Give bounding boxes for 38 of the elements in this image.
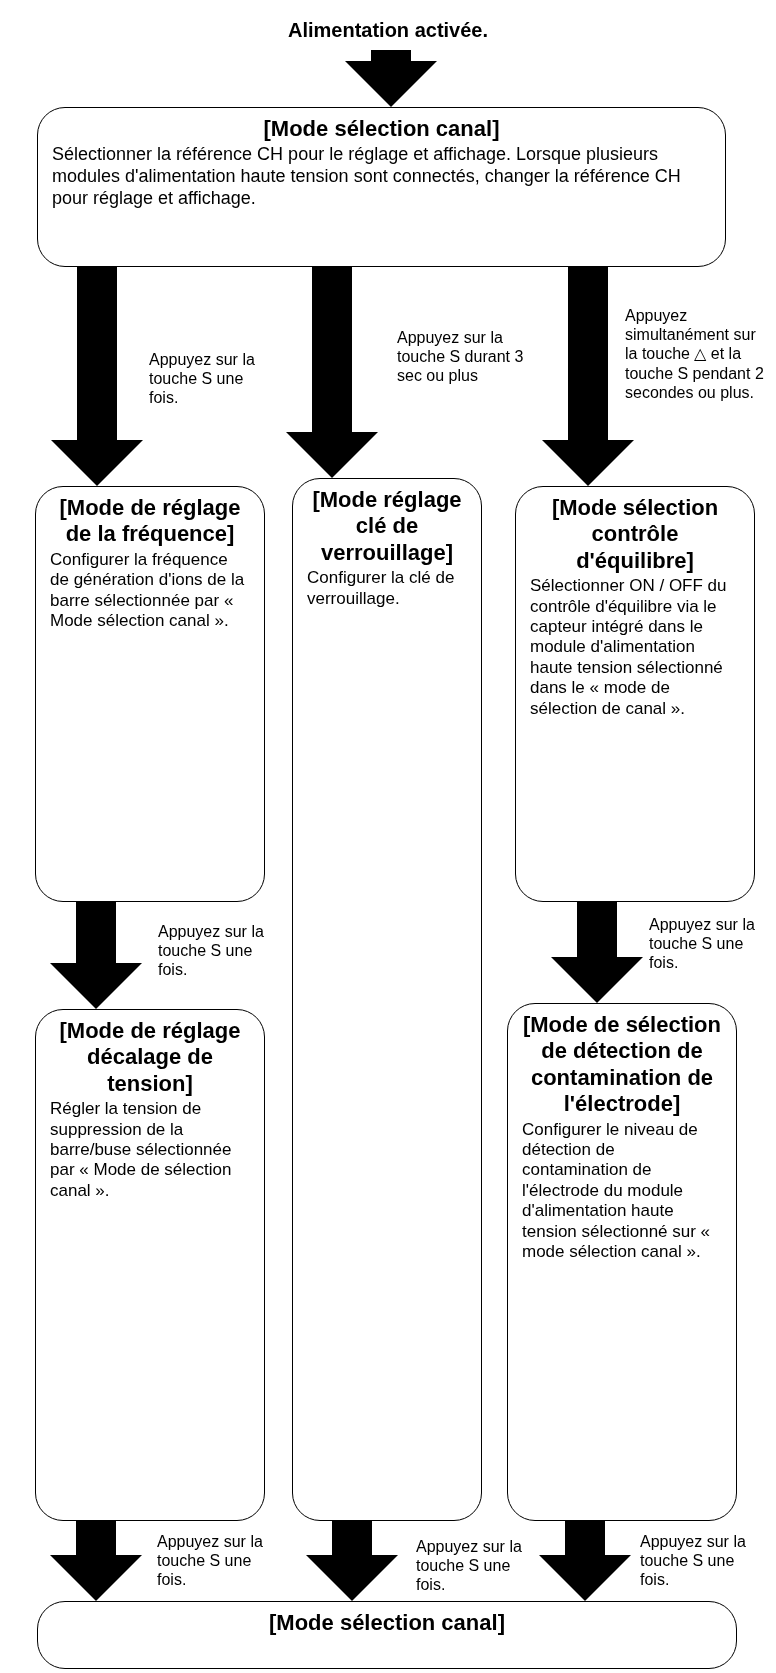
mode-box [507,1003,737,1521]
edge-label: Appuyez sur la touche S une fois. [158,922,265,980]
mode-description: Sélectionner ON / OFF du contrôle d'équilibre via le capteur intégré dans le module d'alimentation haute tension sélectionné dans le « mode de sélection de canal ». [530,576,728,719]
mode-title: [Mode réglage clé de verrouillage] [311,487,463,567]
mode-title: [Mode sélection canal] [262,116,501,143]
block-arrow [539,1521,631,1601]
block-arrow [306,1521,398,1601]
edge-label: Appuyez sur la touche S une fois. [149,350,256,408]
mode-box [292,478,482,1521]
block-arrow [51,267,143,486]
mode-box [515,486,755,902]
block-arrow [542,267,634,486]
mode-title: [Mode de réglage décalage de tension] [58,1018,242,1098]
edge-label: Appuyez sur la touche S une fois. [649,915,756,973]
block-arrow [345,50,437,107]
block-arrow [286,267,378,478]
mode-description: Configurer la fréquence de génération d'ions de la barre sélectionnée par « Mode sélection canal ». [50,549,246,632]
mode-box [37,107,726,267]
edge-label: Appuyez sur la touche S une fois. [640,1532,747,1590]
start-label: Alimentation activée. [286,18,490,42]
mode-title: [Mode de réglage de la fréquence] [58,495,242,548]
edge-label: Appuyez sur la touche S une fois. [416,1537,523,1595]
mode-box [35,486,265,902]
mode-description: Sélectionner la référence CH pour le réglage et affichage. Lorsque plusieurs modules d'alimentation haute tension sont connectés, changer la référence CH pour réglage et affichage. [52,144,682,210]
edge-label: Appuyez sur la touche S une fois. [157,1532,264,1590]
mode-box [37,1601,737,1669]
block-arrow [50,902,142,1009]
block-arrow [551,902,643,1003]
mode-description: Configurer le niveau de détection de contamination de l'électrode du module d'alimentation haute tension sélectionné sur « mode sélection canal ». [522,1119,712,1263]
mode-title: [Mode de sélection de détection de contamination de l'électrode] [522,1012,722,1118]
mode-title: [Mode sélection contrôle d'équilibre] [550,495,720,575]
mode-description: Régler la tension de suppression de la barre/buse sélectionnée par « Mode de sélection canal ». [50,1099,233,1202]
mode-box [35,1009,265,1521]
edge-label: Appuyez simultanément sur la touche △ et la touche S pendant 2 secondes ou plus. [625,306,765,402]
block-arrow [50,1521,142,1601]
mode-title: [Mode sélection canal] [268,1610,506,1637]
edge-label: Appuyez sur la touche S durant 3 sec ou plus [397,328,525,386]
mode-description: Configurer la clé de verrouillage. [307,568,456,609]
